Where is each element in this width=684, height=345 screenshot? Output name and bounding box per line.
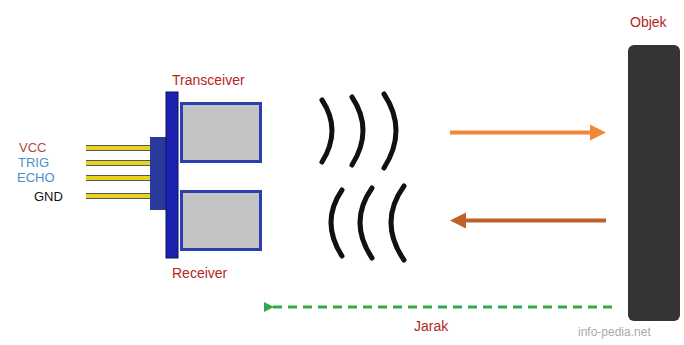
arrow-head [450, 213, 466, 229]
pin-header [150, 137, 167, 210]
sound-waves-out [322, 94, 396, 168]
object-block: Objek [628, 45, 680, 321]
transceiver-box: Transceiver [180, 102, 262, 163]
pin-label: GND [34, 189, 63, 204]
distance-label: Jarak [414, 318, 448, 334]
pin [86, 176, 152, 180]
pins [86, 148, 152, 196]
part-name: Objek [630, 14, 667, 30]
arrow-head [590, 125, 606, 141]
pin [86, 161, 152, 165]
emitted-wave-arrow [450, 125, 606, 141]
receiver-box: Receiver [180, 190, 262, 251]
part-name: Transceiver [172, 72, 245, 88]
pin-label: TRIG [18, 155, 49, 170]
pin-label: VCC [19, 140, 46, 155]
watermark: info-pedia.net [578, 325, 651, 339]
distance-arrow [272, 306, 612, 309]
pin [86, 194, 152, 198]
sound-waves-back [331, 186, 404, 260]
part-name: Receiver [172, 265, 227, 281]
arrow-shaft [464, 219, 606, 223]
reflected-wave-arrow [450, 213, 606, 229]
arrow-shaft [450, 131, 592, 135]
pin [86, 146, 152, 150]
pcb-board [166, 92, 178, 258]
pin-label: ECHO [17, 170, 55, 185]
